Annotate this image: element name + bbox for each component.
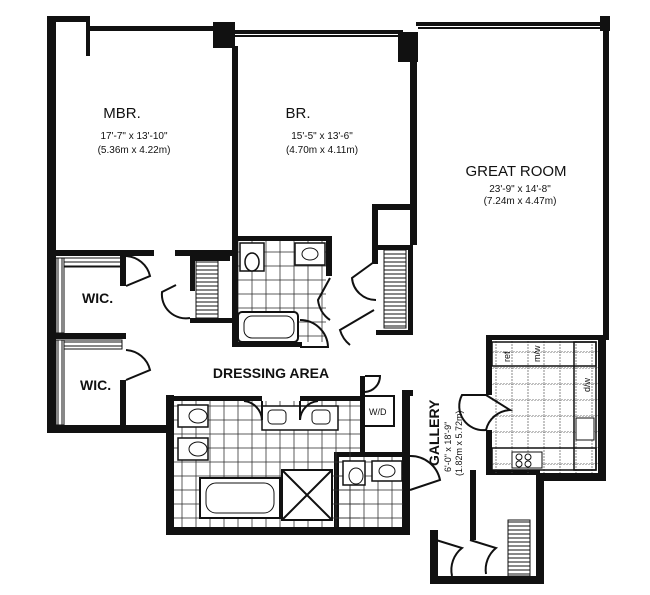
wic-upper-name: WIC. — [82, 290, 113, 306]
kitchen-dishwasher-label: d/w — [582, 377, 592, 392]
mbr-dim-metric: (5.36m x 4.22m) — [98, 145, 171, 156]
labels: MBR. 17'-7" x 13'-10" (5.36m x 4.22m) BR… — [80, 105, 567, 476]
great-room-dim-metric: (7.24m x 4.47m) — [484, 196, 557, 207]
kitchen-microwave-label: m/w — [532, 345, 542, 362]
doors — [125, 255, 514, 577]
windows — [90, 27, 600, 37]
washer-dryer: W/D — [363, 395, 395, 427]
great-room-name: GREAT ROOM — [465, 163, 566, 180]
mbr-dim-imperial: 17'-7" x 13'-10" — [100, 131, 168, 142]
kitchen-ref-label: ref — [502, 351, 512, 362]
great-room-dim-imperial: 23'-9" x 14'-8" — [489, 184, 551, 195]
br-dim-imperial: 15'-5" x 13'-6" — [291, 131, 353, 142]
gallery-dim-metric: (1.82m x 5.72m) — [454, 410, 464, 476]
mbr-name: MBR. — [103, 105, 141, 122]
master-bathroom — [174, 401, 360, 527]
bathroom-1 — [237, 241, 326, 343]
exterior-walls — [47, 16, 610, 584]
interior-walls — [54, 40, 604, 540]
bathroom-3 — [339, 457, 403, 527]
wic-lower-name: WIC. — [80, 377, 111, 393]
closet-shelving — [55, 249, 531, 577]
dressing-area-name: DRESSING AREA — [213, 365, 329, 381]
wd-label: W/D — [369, 407, 387, 417]
br-name: BR. — [285, 105, 310, 122]
br-dim-metric: (4.70m x 4.11m) — [286, 145, 358, 156]
gallery-name: GALLERY — [426, 399, 442, 466]
gallery-dim-imperial: 6'-0" x 18'-9" — [443, 422, 453, 472]
kitchen: ref m/w d/w — [491, 340, 598, 473]
